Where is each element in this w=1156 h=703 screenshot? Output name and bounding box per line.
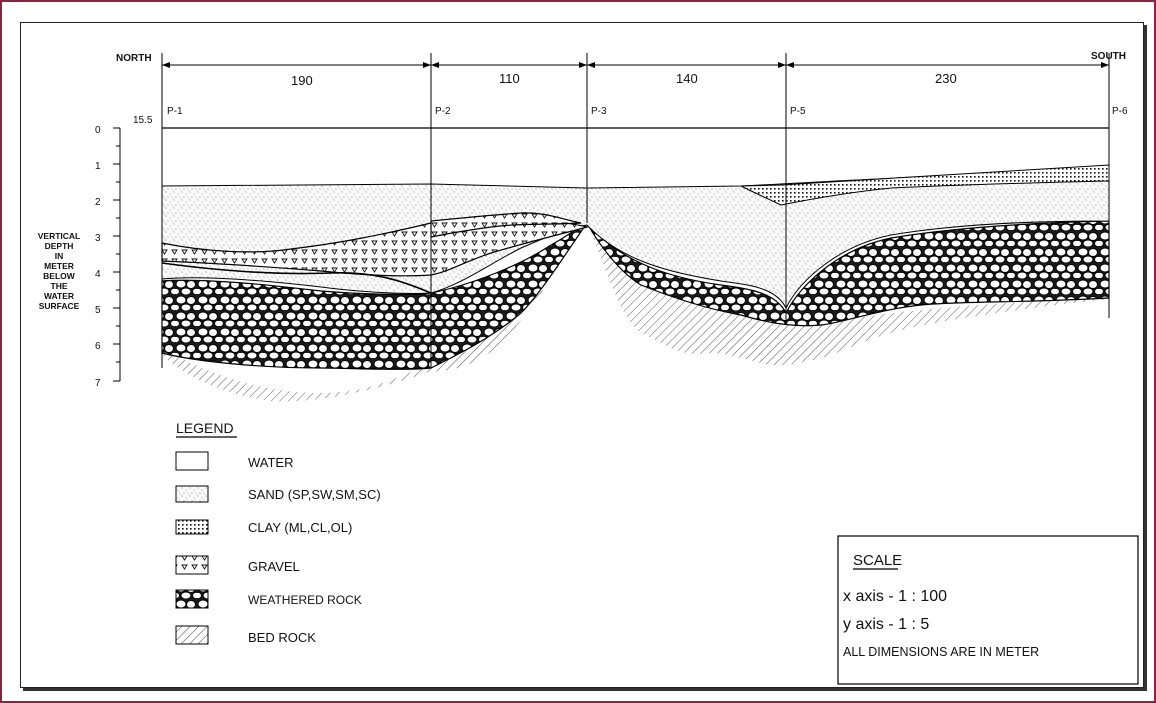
- datum-label: 15.5: [133, 115, 153, 126]
- legend-label-bedrock: BED ROCK: [248, 630, 316, 645]
- span-label-3: 140: [676, 71, 698, 86]
- north-label: NORTH: [116, 53, 152, 64]
- gravel-layer-upper: [430, 212, 582, 238]
- scale-title: SCALE: [853, 552, 902, 569]
- point-label-p1: P-1: [167, 106, 183, 117]
- depth-ticks: [113, 127, 120, 382]
- span-label-4: 230: [935, 71, 957, 86]
- span-label-1: 190: [291, 73, 313, 88]
- legend-swatch-bedrock: [175, 625, 209, 645]
- depth-tick-3: 3: [95, 233, 101, 244]
- legend-label-weathered-rock: WEATHERED ROCK: [248, 593, 362, 607]
- depth-axis-label: VERTICAL DEPTH IN METER BELOW THE WATER …: [38, 231, 81, 311]
- legend-swatch-clay: [175, 519, 209, 535]
- legend-label-sand: SAND (SP,SW,SM,SC): [248, 487, 381, 502]
- svg-text:VERTICAL: VERTICAL: [38, 231, 81, 241]
- span-label-2: 110: [499, 71, 520, 86]
- point-label-p2: P-2: [435, 106, 451, 117]
- clay-layer: [740, 164, 1110, 206]
- svg-text:BELOW: BELOW: [43, 271, 76, 281]
- legend-swatch-gravel: [175, 555, 209, 575]
- gravel-layer: [161, 216, 590, 277]
- legend-swatch-weathered-rock: [175, 589, 209, 609]
- depth-tick-7: 7: [95, 378, 101, 389]
- svg-text:SURFACE: SURFACE: [39, 301, 80, 311]
- svg-text:WATER: WATER: [44, 291, 74, 301]
- scale-note: ALL DIMENSIONS ARE IN METER: [843, 645, 1039, 659]
- legend-swatch-water: [175, 451, 209, 471]
- svg-text:THE: THE: [51, 281, 68, 291]
- legend-label-clay: CLAY (ML,CL,OL): [248, 520, 352, 535]
- cross-section-drawing: NORTH SOUTH 190 110 140 230 P-1 P-2 P-3 …: [38, 51, 1139, 685]
- legend-title: LEGEND: [176, 420, 234, 436]
- point-label-p5: P-5: [790, 106, 806, 117]
- svg-text:METER: METER: [44, 261, 74, 271]
- depth-tick-2: 2: [95, 197, 101, 208]
- legend-label-gravel: GRAVEL: [248, 559, 300, 574]
- svg-text:DEPTH: DEPTH: [45, 241, 74, 251]
- point-label-p3: P-3: [591, 106, 607, 117]
- bedrock-layer: [162, 218, 1109, 402]
- scale-x-axis: x axis - 1 : 100: [843, 588, 947, 605]
- depth-tick-6: 6: [95, 341, 101, 352]
- weathered-rock-layer: [161, 220, 1110, 370]
- point-label-p6: P-6: [1112, 106, 1128, 117]
- depth-tick-5: 5: [95, 305, 101, 316]
- legend-label-water: WATER: [248, 455, 294, 470]
- legend-swatch-sand: [175, 485, 209, 503]
- south-label: SOUTH: [1091, 51, 1126, 62]
- dimension-arrows: [162, 62, 1109, 68]
- scale-box: [837, 535, 1139, 685]
- depth-tick-4: 4: [95, 269, 101, 280]
- svg-text:IN: IN: [55, 251, 64, 261]
- depth-tick-1: 1: [95, 161, 101, 172]
- depth-tick-0: 0: [95, 125, 101, 136]
- scale-y-axis: y axis - 1 : 5: [843, 616, 929, 633]
- drawing-sheet: NORTH SOUTH 190 110 140 230 P-1 P-2 P-3 …: [20, 22, 1144, 688]
- sand-divider-line: [161, 262, 432, 294]
